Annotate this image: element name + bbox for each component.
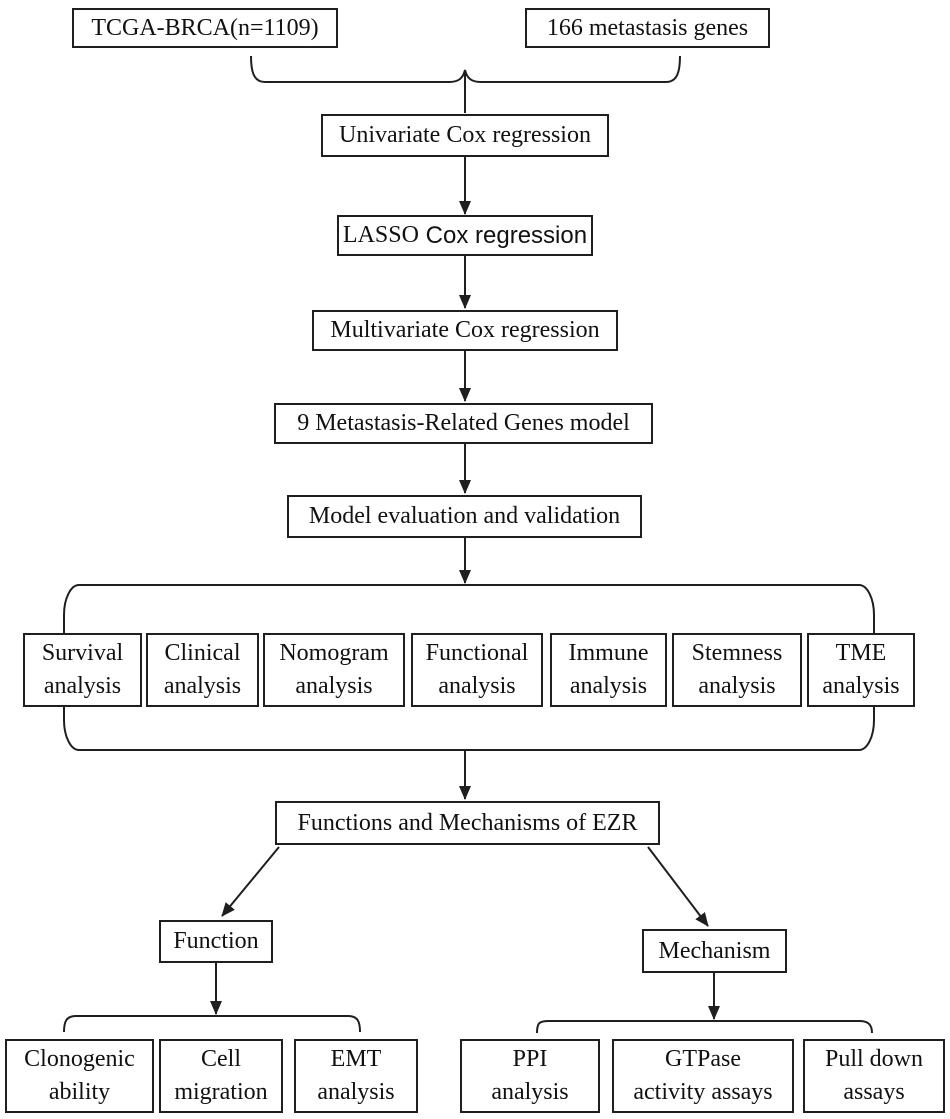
node-nomogram-analysis: Nomogram analysis <box>263 633 405 707</box>
node-function: Function <box>159 920 273 963</box>
node-survival-analysis: Survival analysis <box>23 633 142 707</box>
node-tcga-brca: TCGA-BRCA(n=1109) <box>72 8 338 48</box>
arrow-ezr-function <box>221 846 280 917</box>
node-metastasis-genes: 166 metastasis genes <box>525 8 770 48</box>
node-mechanism: Mechanism <box>642 929 787 973</box>
node-stemness-analysis: Stemness analysis <box>672 633 802 707</box>
node-univariate-cox: Univariate Cox regression <box>321 114 609 157</box>
node-mrg-model: 9 Metastasis-Related Genes model <box>274 403 653 444</box>
node-multivariate-cox: Multivariate Cox regression <box>312 310 618 351</box>
function-bracket <box>63 1015 361 1033</box>
node-lasso-cox: LASSO Cox regression <box>337 215 593 256</box>
node-tme-analysis: TME analysis <box>807 633 915 707</box>
node-ppi-analysis: PPI analysis <box>460 1039 600 1113</box>
lasso-label-serif: LASSO <box>342 222 419 248</box>
node-clonogenic-ability: Clonogenic ability <box>5 1039 154 1113</box>
mechanism-bracket <box>536 1020 873 1034</box>
node-emt-analysis: EMT analysis <box>294 1039 418 1113</box>
lasso-label-sans: Cox regression <box>425 222 588 249</box>
node-clinical-analysis: Clinical analysis <box>146 633 259 707</box>
node-pull-down-assays: Pull down assays <box>803 1039 945 1113</box>
node-immune-analysis: Immune analysis <box>550 633 667 707</box>
node-model-evaluation: Model evaluation and validation <box>287 495 642 538</box>
node-functional-analysis: Functional analysis <box>411 633 543 707</box>
node-ezr-functions-mechanisms: Functions and Mechanisms of EZR <box>275 801 660 845</box>
node-gtpase-activity-assays: GTPase activity assays <box>612 1039 794 1113</box>
arrow-ezr-mechanism <box>647 846 709 927</box>
node-cell-migration: Cell migration <box>159 1039 283 1113</box>
